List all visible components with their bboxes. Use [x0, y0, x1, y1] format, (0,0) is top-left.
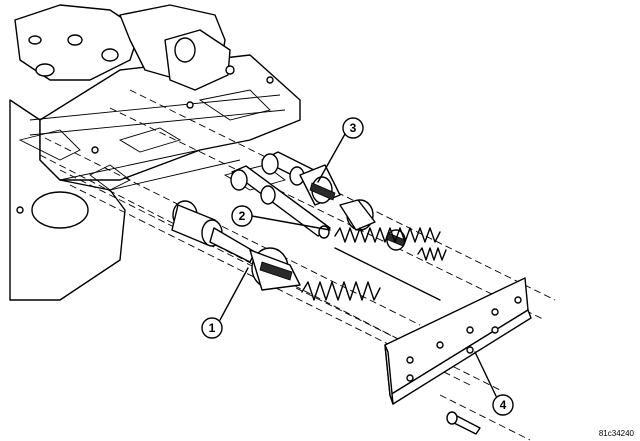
valve-assembly-3 — [261, 151, 447, 261]
callout-4: 4 — [492, 394, 514, 416]
figure-id-label: 81c34240 — [598, 429, 634, 438]
retainer-plate-4 — [384, 277, 532, 435]
callout-1-label: 1 — [209, 321, 216, 335]
valve-assembly-1 — [171, 200, 381, 301]
callout-3-label: 3 — [350, 121, 357, 135]
callout-3: 3 — [342, 117, 364, 139]
callout-1: 1 — [201, 317, 223, 339]
callout-4-label: 4 — [500, 398, 507, 412]
callout-2: 2 — [231, 205, 253, 227]
leader-lines — [219, 133, 497, 397]
valve-body — [9, 4, 301, 301]
callout-2-label: 2 — [239, 209, 246, 223]
